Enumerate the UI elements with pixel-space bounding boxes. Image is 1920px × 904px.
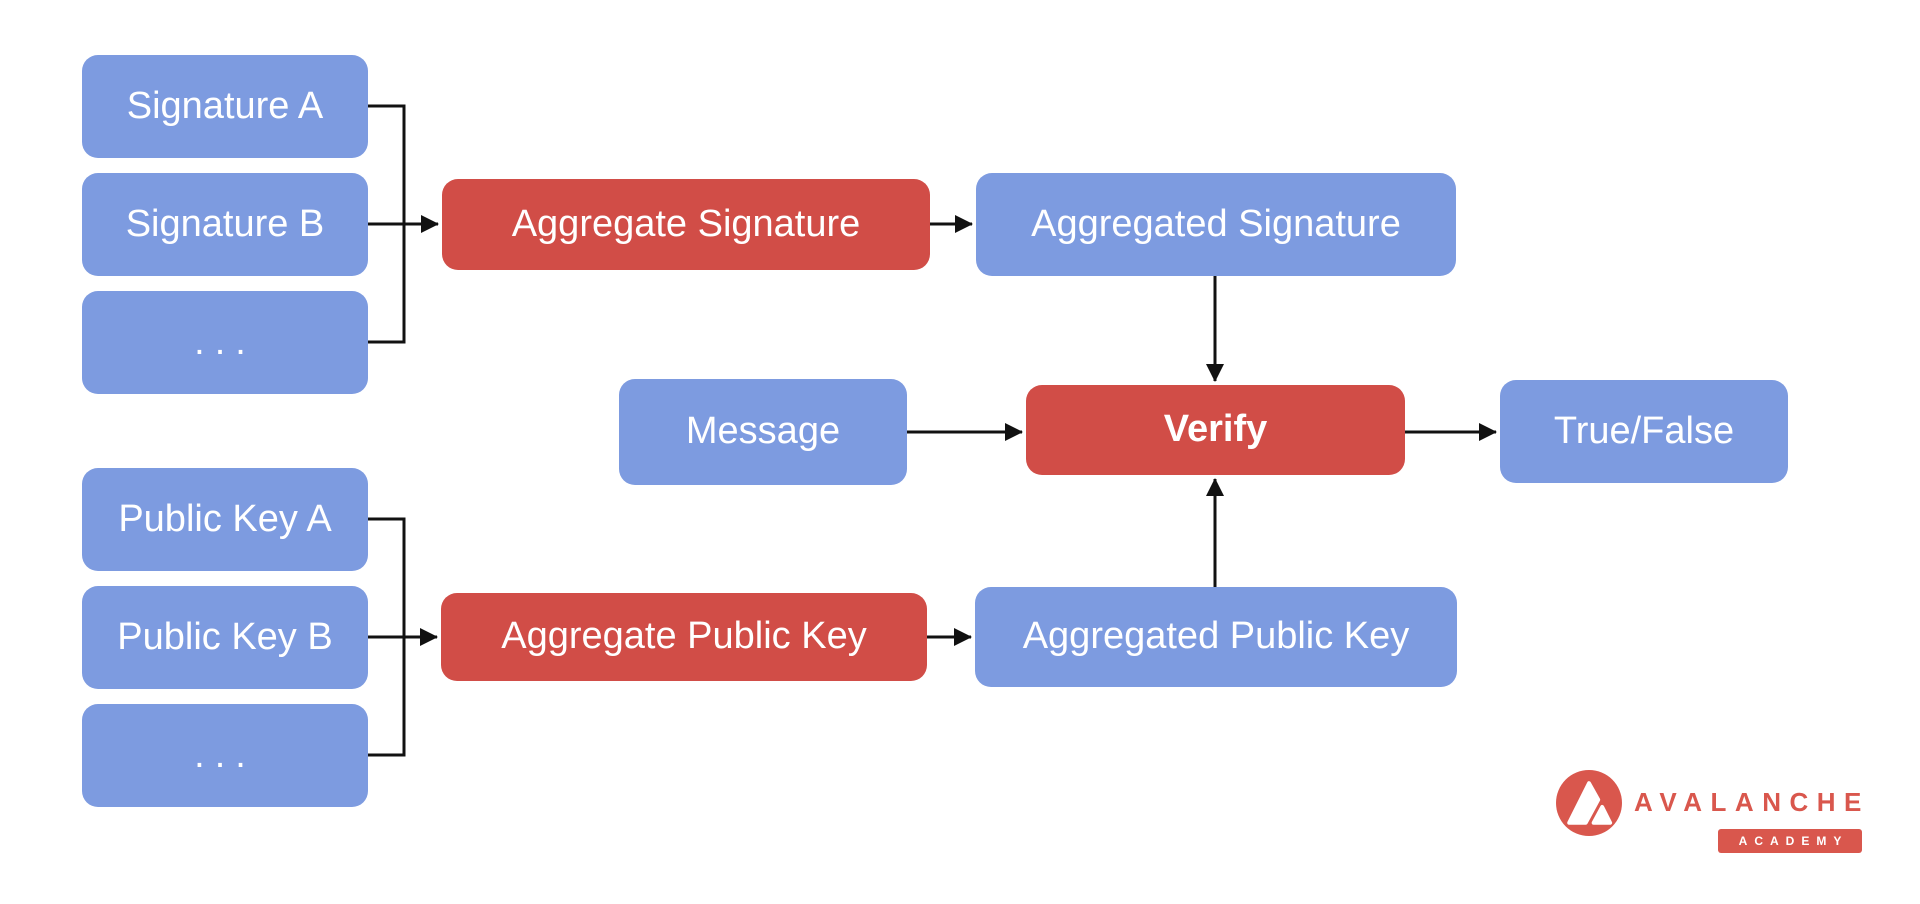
node-signatures-more: ... <box>82 291 368 394</box>
avalanche-academy-logo: AVALANCHE ACADEMY <box>1556 769 1886 859</box>
node-aggregated-signature: Aggregated Signature <box>976 173 1456 276</box>
node-message: Message <box>619 379 907 485</box>
node-signature-b: Signature B <box>82 173 368 276</box>
signatures-bracket <box>368 104 406 344</box>
node-verify: Verify <box>1026 385 1405 475</box>
node-public-key-a: Public Key A <box>82 468 368 571</box>
node-aggregated-public-key: Aggregated Public Key <box>975 587 1457 687</box>
avalanche-wordmark: AVALANCHE <box>1634 786 1870 817</box>
node-public-key-b: Public Key B <box>82 586 368 689</box>
academy-badge: ACADEMY <box>1718 829 1862 853</box>
avalanche-logo-icon <box>1556 770 1622 836</box>
node-signature-a: Signature A <box>82 55 368 158</box>
node-aggregate-public-key: Aggregate Public Key <box>441 593 927 681</box>
public-keys-bracket <box>368 517 406 757</box>
node-true-false: True/False <box>1500 380 1788 483</box>
node-public-keys-more: ... <box>82 704 368 807</box>
node-aggregate-signature: Aggregate Signature <box>442 179 930 270</box>
